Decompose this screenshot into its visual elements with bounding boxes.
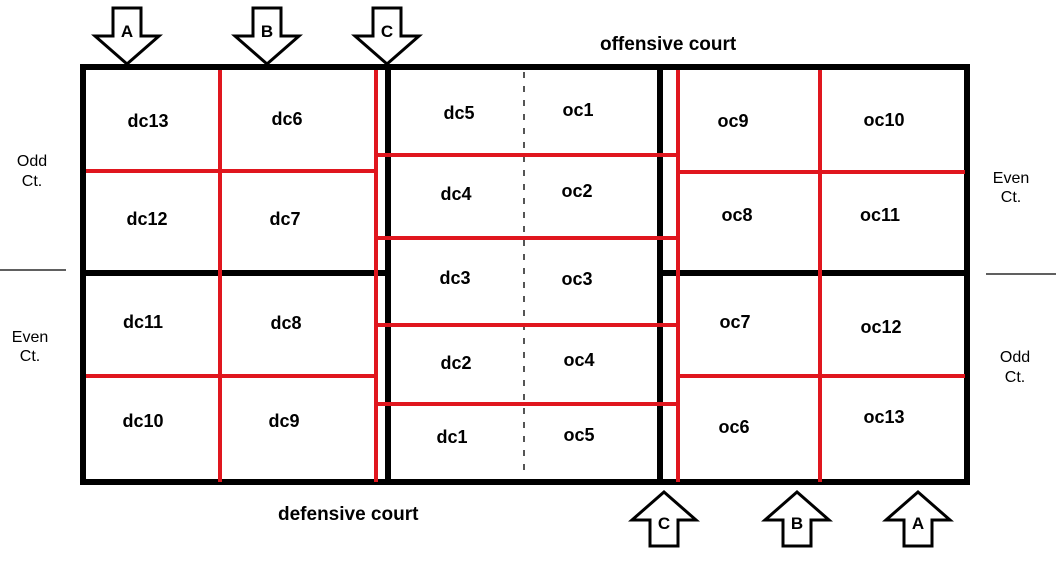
side-label-right-top-1: Even xyxy=(993,170,1029,187)
zone-label-dc5: dc5 xyxy=(443,103,474,123)
zone-label-dc8: dc8 xyxy=(270,313,301,333)
zone-label-oc9: oc9 xyxy=(717,111,748,131)
arrow-down-icon xyxy=(351,6,423,66)
zone-label-dc7: dc7 xyxy=(269,209,300,229)
zone-label-dc10: dc10 xyxy=(122,411,163,431)
zone-label-dc6: dc6 xyxy=(271,109,302,129)
arrow-bottom-letter-c: C xyxy=(658,514,670,533)
zone-label-oc5: oc5 xyxy=(563,425,594,445)
zone-label-oc12: oc12 xyxy=(860,317,901,337)
arrow-bottom-letter-b: B xyxy=(791,514,803,533)
arrow-up-icon xyxy=(628,490,700,548)
zone-label-oc1: oc1 xyxy=(562,100,593,120)
zone-label-dc3: dc3 xyxy=(439,268,470,288)
arrow-up-icon xyxy=(882,490,954,548)
zone-label-dc13: dc13 xyxy=(127,111,168,131)
zone-label-dc4: dc4 xyxy=(440,184,471,204)
arrow-down-icon xyxy=(231,6,303,66)
zone-label-dc11: dc11 xyxy=(123,312,163,332)
arrow-bottom-letter-a: A xyxy=(912,514,924,533)
side-label-left-bottom-2: Ct. xyxy=(20,348,40,365)
side-label-left-bottom-1: Even xyxy=(12,329,48,346)
arrow-down-icon xyxy=(91,6,163,66)
arrow-top-letter-c: C xyxy=(381,22,393,41)
defensive-court-title: defensive court xyxy=(278,504,419,525)
zone-label-dc2: dc2 xyxy=(440,353,471,373)
zone-label-dc12: dc12 xyxy=(126,209,167,229)
side-label-left-top-2: Ct. xyxy=(22,173,42,190)
zone-label-oc7: oc7 xyxy=(719,312,750,332)
zone-label-oc11: oc11 xyxy=(860,205,900,225)
zone-label-oc6: oc6 xyxy=(718,417,749,437)
arrow-top-letter-a: A xyxy=(121,22,133,41)
zone-label-dc1: dc1 xyxy=(436,427,467,447)
side-label-right-bottom-1: Odd xyxy=(1000,349,1030,366)
zone-label-oc10: oc10 xyxy=(863,110,904,130)
offensive-court-title: offensive court xyxy=(600,34,737,55)
zone-label-oc8: oc8 xyxy=(721,205,752,225)
zone-label-dc9: dc9 xyxy=(268,411,299,431)
side-label-right-top-2: Ct. xyxy=(1001,189,1021,206)
side-label-right-bottom-2: Ct. xyxy=(1005,369,1025,386)
arrow-top-letter-b: B xyxy=(261,22,273,41)
side-label-left-top-1: Odd xyxy=(17,153,47,170)
zone-label-oc2: oc2 xyxy=(561,181,592,201)
arrow-up-icon xyxy=(761,490,833,548)
zone-label-oc4: oc4 xyxy=(563,350,594,370)
zone-label-oc3: oc3 xyxy=(561,269,592,289)
zone-label-oc13: oc13 xyxy=(863,407,904,427)
